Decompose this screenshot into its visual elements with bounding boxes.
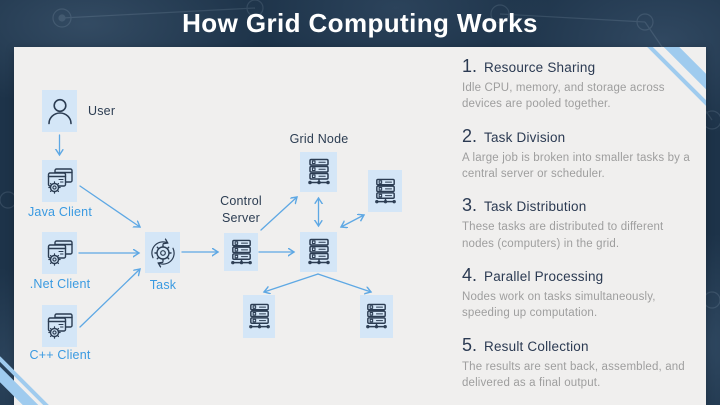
server-icon (307, 238, 330, 265)
step-heading: Task Distribution (484, 199, 587, 215)
task-label: Task (149, 278, 177, 292)
grid-node-bottom-left (243, 295, 275, 338)
step-description: These tasks are distributed to different… (462, 221, 664, 250)
client-app-icon (47, 240, 73, 266)
cpp-client-node (42, 305, 77, 347)
ribbon-stripe-thick (634, 47, 706, 119)
step-number: 2. (462, 125, 478, 146)
cpp-client-label: C++ Client (29, 348, 91, 362)
net-client-node (42, 232, 77, 274)
server-icon (365, 303, 388, 329)
server-icon (374, 178, 396, 204)
step-heading: Task Division (484, 129, 566, 145)
ribbon-stripe-thin (634, 47, 706, 119)
user-node (42, 90, 77, 132)
step-description: Idle CPU, memory, and storage across dev… (462, 82, 665, 111)
user-icon (47, 98, 72, 125)
grid-node-center (300, 232, 337, 272)
step-item-2: 2. Task Division A large job is broken i… (462, 126, 700, 183)
net-client-label: .Net Client (29, 277, 91, 291)
corner-ribbon-top-right (634, 47, 706, 119)
step-number: 3. (462, 195, 478, 216)
step-number: 5. (462, 334, 478, 355)
user-label: User (88, 104, 116, 118)
server-icon (248, 303, 270, 329)
step-number: 1. (462, 56, 478, 76)
grid-node-top (300, 152, 337, 192)
steps-panel: 1. Resource Sharing Idle CPU, memory, an… (462, 56, 700, 404)
java-client-node (42, 160, 77, 202)
server-icon (230, 239, 252, 265)
page-title: How Grid Computing Works (182, 8, 538, 38)
grid-computing-diagram: User Java Client .Net Client C++ Client … (14, 47, 462, 405)
client-app-icon (47, 313, 73, 339)
grid-node-bottom-right (360, 295, 393, 338)
step-item-3: 3. Task Distribution These tasks are dis… (462, 195, 700, 252)
control-server-node (224, 233, 258, 271)
server-icon (307, 158, 330, 185)
header: How Grid Computing Works (0, 0, 720, 47)
grid-node-label: Grid Node (289, 132, 349, 146)
step-item-5: 5. Result Collection The results are sen… (462, 335, 700, 392)
grid-node-right (368, 170, 402, 212)
step-description: A large job is broken into smaller tasks… (462, 151, 690, 180)
step-heading: Result Collection (484, 338, 589, 354)
java-client-label: Java Client (27, 205, 93, 219)
task-node (145, 232, 180, 273)
control-server-label: Control Server (220, 194, 262, 225)
task-gear-icon (148, 238, 178, 268)
step-item-4: 4. Parallel Processing Nodes work on tas… (462, 265, 700, 322)
step-heading: Resource Sharing (484, 60, 596, 75)
client-app-icon (47, 168, 73, 194)
step-item-1: 1. Resource Sharing Idle CPU, memory, an… (462, 56, 700, 113)
step-heading: Parallel Processing (484, 268, 604, 284)
step-description: The results are sent back, assembled, an… (462, 360, 685, 389)
step-number: 4. (462, 264, 478, 285)
step-description: Nodes work on tasks simultaneously, spee… (462, 290, 656, 320)
content-card: User Java Client .Net Client C++ Client … (14, 47, 706, 405)
